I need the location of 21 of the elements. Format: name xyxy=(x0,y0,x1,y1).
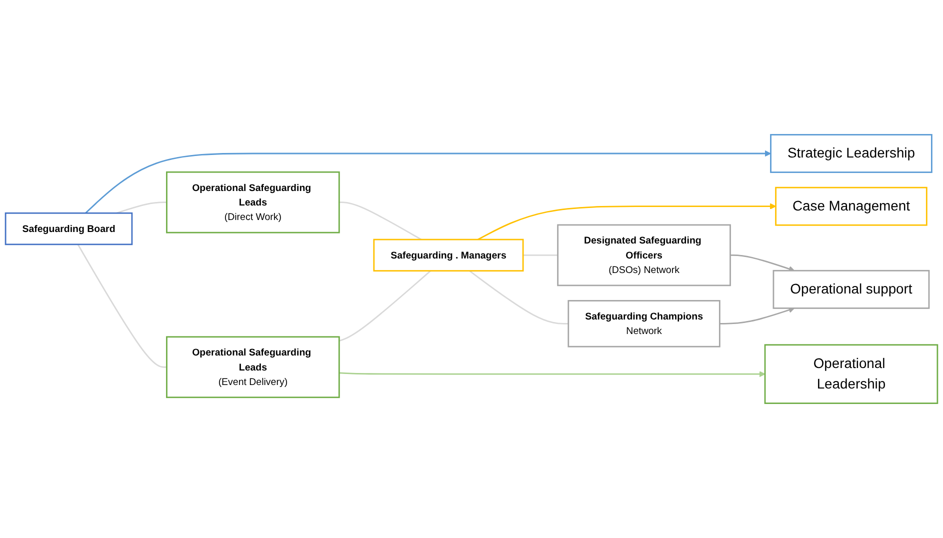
node-box: Safeguarding Board xyxy=(4,212,133,246)
connector xyxy=(523,254,558,256)
arrow xyxy=(720,307,795,324)
node-box: Operational Leadership xyxy=(764,344,938,404)
node-box: Operational Safeguarding Leads (Event Delivery) xyxy=(166,336,340,398)
connector xyxy=(338,270,432,342)
arrow xyxy=(85,150,772,214)
node-box: Safeguarding . Managers xyxy=(373,238,524,272)
node-box: Operational support xyxy=(772,270,930,309)
node-box: Safeguarding Champions Network xyxy=(568,300,720,348)
node-box: Operational Safeguarding Leads (Direct Work) xyxy=(166,171,340,234)
connector xyxy=(339,202,422,240)
node-box: Case Management xyxy=(775,186,928,226)
arrow xyxy=(478,203,776,240)
arrow xyxy=(339,371,766,378)
arrow xyxy=(730,254,795,272)
connector xyxy=(469,270,568,324)
node-box: Designated Safeguarding Officers (DSOs) Network xyxy=(557,224,731,286)
connector xyxy=(77,244,167,368)
node-box: Strategic Leadership xyxy=(770,134,932,173)
connector xyxy=(116,202,167,214)
